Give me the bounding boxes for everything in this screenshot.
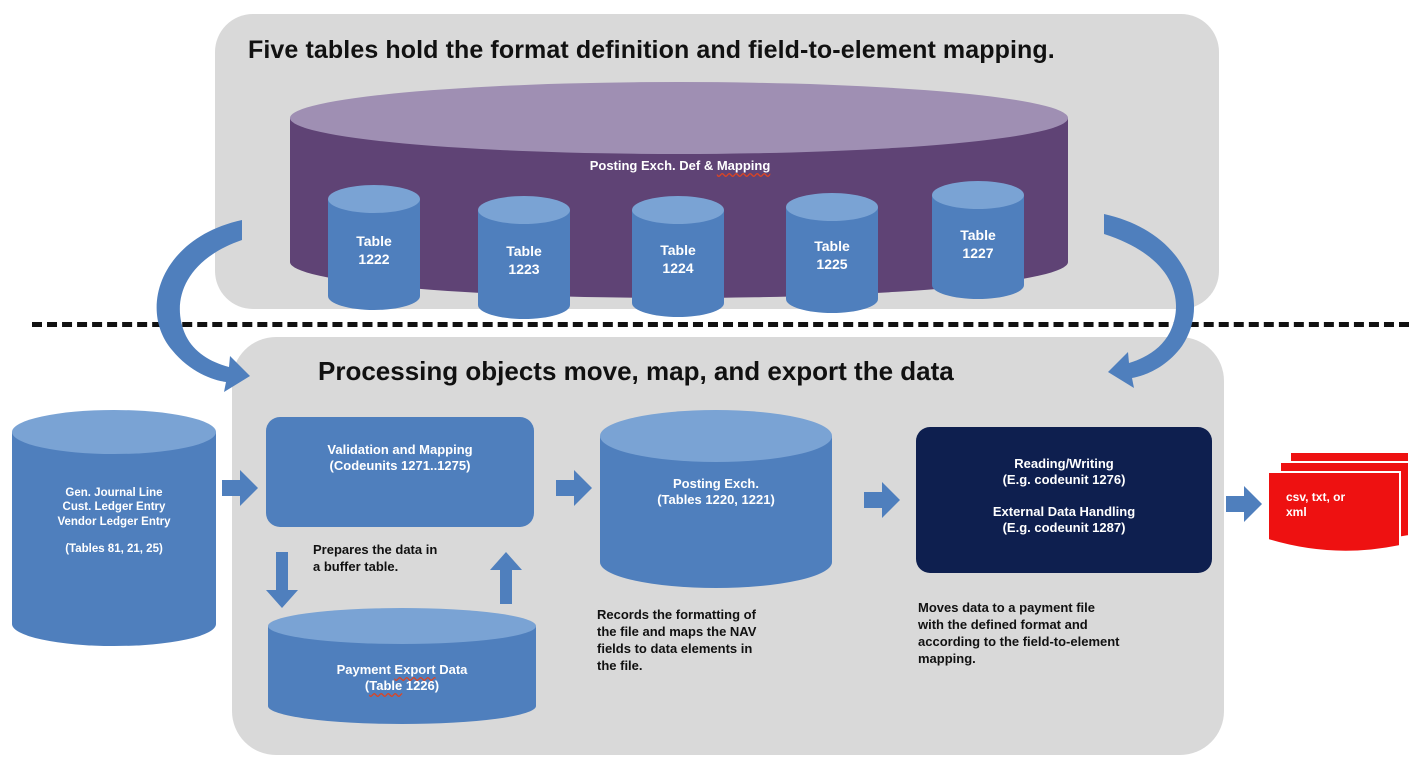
mapping-cylinder-label: Posting Exch. Def & Mapping bbox=[520, 158, 840, 174]
table-label-1224: Table 1224 bbox=[642, 242, 714, 277]
output-file-line: xml bbox=[1286, 505, 1307, 519]
validation-line: Validation and Mapping bbox=[327, 442, 473, 457]
source-line: (Tables 81, 21, 25) bbox=[65, 543, 163, 556]
payment-export-text: Payment bbox=[336, 662, 395, 677]
note-line: the file and maps the NAV bbox=[597, 623, 757, 639]
reading-line: Reading/Writing bbox=[1014, 456, 1114, 471]
arrow-down-to-payment-export bbox=[266, 552, 298, 608]
reading-writing-label: Reading/Writing (E.g. codeunit 1276) Ext… bbox=[926, 456, 1202, 536]
table-label-line1: Table bbox=[356, 233, 392, 249]
source-label: Gen. Journal Line Cust. Ledger Entry Ven… bbox=[22, 486, 206, 557]
table-cylinder-1222 bbox=[328, 185, 420, 310]
reading-line: (E.g. codeunit 1287) bbox=[1002, 519, 1126, 535]
reading-writing-box bbox=[916, 427, 1212, 573]
top-panel-title: Five tables hold the format definition a… bbox=[248, 36, 1055, 64]
payment-export-text: Data bbox=[435, 662, 468, 677]
posting-exch-line: Posting Exch. bbox=[673, 476, 759, 491]
mapping-label-underlined: Mapping bbox=[716, 158, 771, 173]
layer-divider bbox=[32, 322, 1409, 327]
table-label-line1: Table bbox=[960, 227, 996, 243]
validation-note: Prepares the data in a buffer table. bbox=[313, 542, 437, 576]
output-file-label: csv, txt, or xml bbox=[1286, 490, 1396, 520]
table-label-line2: 1225 bbox=[816, 255, 848, 272]
table-label-line2: 1222 bbox=[358, 250, 390, 267]
payment-export-label: Payment Export Data (Table 1226) bbox=[280, 662, 524, 695]
payment-export-text: ( bbox=[364, 678, 370, 694]
note-line: with the defined format and bbox=[918, 616, 1088, 632]
table-label-line2: 1223 bbox=[508, 260, 540, 277]
curved-arrow-right bbox=[1104, 214, 1195, 388]
table-cylinder-1227 bbox=[932, 181, 1024, 299]
arrow-up-to-validation bbox=[490, 552, 522, 604]
table-cylinder-1224 bbox=[632, 196, 724, 317]
validation-box bbox=[266, 417, 534, 527]
validation-line: (Codeunits 1271..1275) bbox=[329, 458, 471, 474]
note-line: the file. bbox=[597, 657, 643, 673]
note-line: according to the field-to-element bbox=[918, 633, 1120, 649]
note-line: a buffer table. bbox=[313, 558, 399, 574]
table-cylinder-1225 bbox=[786, 193, 878, 313]
table-cylinder-1223 bbox=[478, 196, 570, 319]
note-line: Moves data to a payment file bbox=[918, 600, 1095, 615]
note-line: mapping. bbox=[918, 650, 976, 666]
table-label-line1: Table bbox=[506, 243, 542, 259]
posting-exch-label: Posting Exch. (Tables 1220, 1221) bbox=[610, 476, 822, 509]
note-line: Prepares the data in bbox=[313, 542, 438, 557]
output-file-line: csv, txt, or bbox=[1286, 490, 1346, 504]
arrow-right-validation-to-posting bbox=[556, 470, 592, 506]
table-label-line1: Table bbox=[814, 238, 850, 254]
payment-export-underlined: Export bbox=[394, 662, 436, 677]
table-label-line2: 1227 bbox=[962, 244, 994, 261]
output-file-icon bbox=[1267, 451, 1409, 553]
arrow-right-source-to-validation bbox=[222, 470, 258, 506]
table-label-line2: 1224 bbox=[662, 259, 694, 276]
payment-export-text: 1226) bbox=[402, 678, 440, 694]
note-line: fields to data elements in bbox=[597, 640, 753, 656]
table-label-1225: Table 1225 bbox=[796, 238, 868, 273]
table-label-1222: Table 1222 bbox=[338, 233, 410, 268]
mapping-label-text: Posting Exch. Def & bbox=[589, 158, 717, 173]
validation-label: Validation and Mapping (Codeunits 1271..… bbox=[276, 442, 524, 475]
bottom-panel-title: Processing objects move, map, and export… bbox=[318, 356, 954, 386]
payment-export-underlined: Table bbox=[369, 678, 403, 694]
reading-line: External Data Handling bbox=[992, 503, 1136, 519]
table-label-1223: Table 1223 bbox=[488, 243, 560, 278]
source-line: Gen. Journal Line bbox=[65, 487, 163, 499]
source-cylinder bbox=[12, 410, 216, 646]
source-line: Cust. Ledger Entry bbox=[62, 501, 166, 514]
note-line: Records the formatting of bbox=[597, 607, 756, 622]
reading-line: (E.g. codeunit 1276) bbox=[1002, 472, 1126, 488]
source-line: Vendor Ledger Entry bbox=[57, 515, 171, 528]
arrow-right-reading-to-file bbox=[1226, 486, 1262, 522]
posting-exch-cylinder bbox=[600, 410, 832, 588]
curved-arrow-left bbox=[156, 220, 250, 392]
table-label-line1: Table bbox=[660, 242, 696, 258]
reading-note: Moves data to a payment file with the de… bbox=[918, 600, 1120, 668]
posting-exch-line: (Tables 1220, 1221) bbox=[657, 492, 775, 508]
posting-note: Records the formatting of the file and m… bbox=[597, 607, 756, 675]
arrow-right-posting-to-reading bbox=[864, 482, 900, 518]
table-label-1227: Table 1227 bbox=[942, 227, 1014, 262]
payment-export-cylinder bbox=[268, 608, 536, 724]
